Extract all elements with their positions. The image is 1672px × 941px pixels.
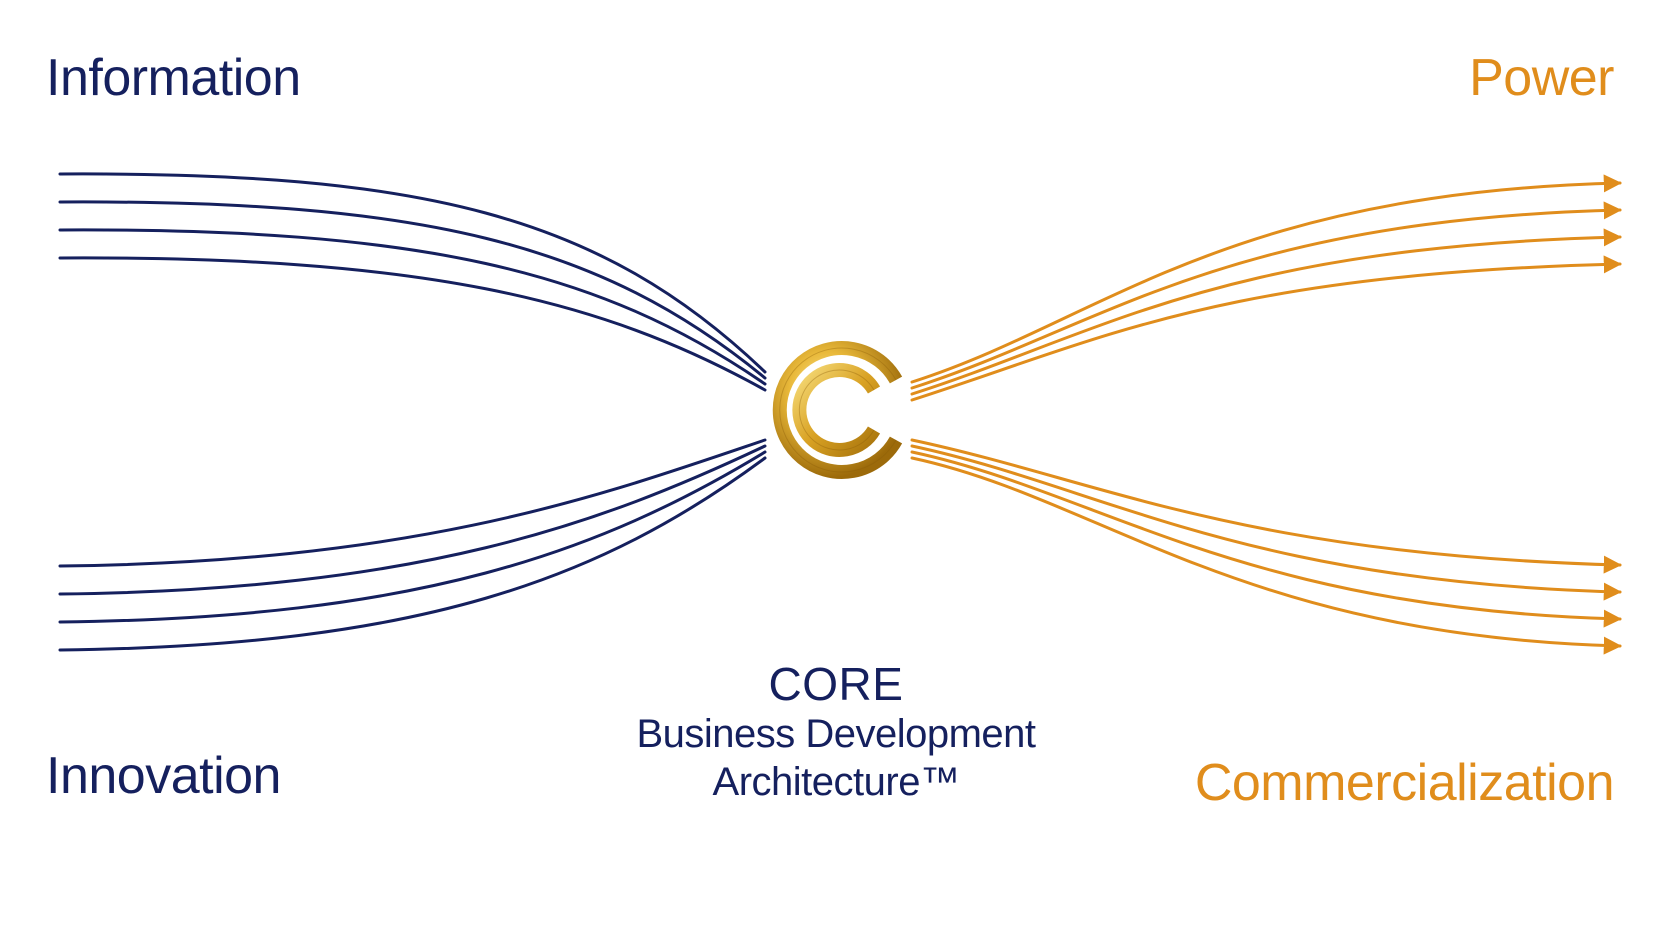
input-line-innovation-3 <box>58 450 767 624</box>
output-arrow-commercialization-2 <box>910 444 1622 601</box>
output-arrows-commercialization <box>910 438 1622 655</box>
output-arrow-power-2 <box>910 201 1622 390</box>
label-information: Information <box>46 49 301 107</box>
output-arrows-power <box>910 174 1622 402</box>
input-lines-information <box>58 172 767 392</box>
label-innovation: Innovation <box>46 747 281 805</box>
output-arrow-commercialization-4 <box>910 456 1622 655</box>
input-line-information-4 <box>58 256 767 392</box>
output-arrow-power-4 <box>910 255 1622 402</box>
input-line-innovation-1 <box>58 438 767 568</box>
input-lines-innovation <box>58 438 767 652</box>
output-arrow-commercialization-3 <box>910 450 1622 628</box>
output-arrow-commercialization-1 <box>910 438 1622 574</box>
input-line-innovation-2 <box>58 444 767 596</box>
input-line-information-3 <box>58 228 767 386</box>
label-commercialization: Commercialization <box>1194 754 1615 812</box>
output-arrow-power-1 <box>910 174 1622 384</box>
output-arrow-power-3 <box>910 228 1622 396</box>
caption-line-architecture: Architecture™ <box>712 760 960 804</box>
input-line-information-1 <box>58 172 767 374</box>
core-title: CORE <box>768 658 904 710</box>
gold-c-ring-logo-icon <box>766 340 906 480</box>
caption-line-business-development: Business Development <box>636 712 1036 756</box>
input-line-information-2 <box>58 200 767 380</box>
label-power: Power <box>1469 49 1614 107</box>
input-line-innovation-4 <box>58 456 767 652</box>
center-caption: CORE Business Development Architecture™ <box>556 658 1116 806</box>
